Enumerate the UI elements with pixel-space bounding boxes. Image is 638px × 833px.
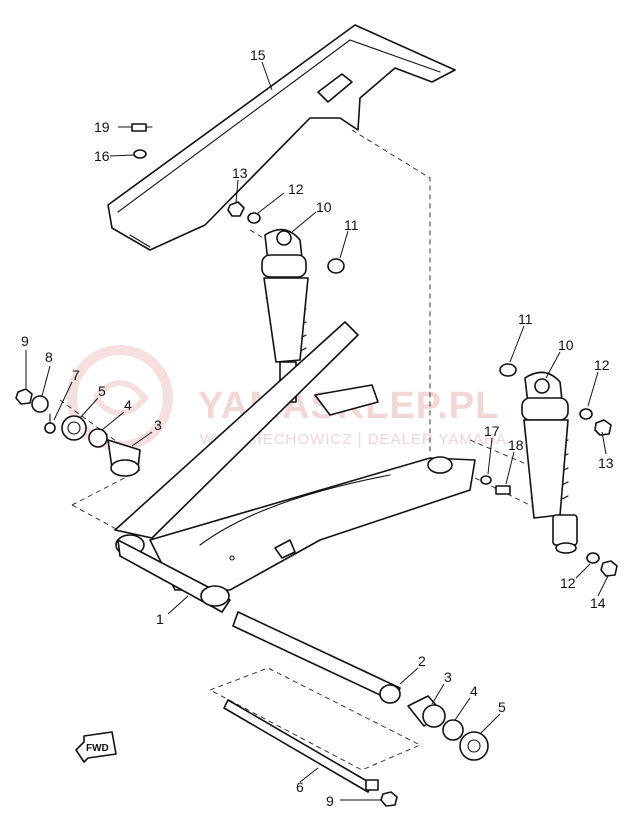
ring-4-right — [442, 719, 464, 741]
callout-9-left: 9 — [21, 333, 29, 349]
callout-6: 6 — [296, 779, 304, 795]
washer-12-upper — [247, 212, 261, 224]
watermark-subtitle: WOJ. SIECHOWICZ | DEALER YAMAHA — [200, 431, 507, 448]
callout-9-lower: 9 — [326, 793, 334, 809]
callout-13-upper: 13 — [232, 165, 248, 181]
callout-12-upper: 12 — [288, 181, 304, 197]
callout-16: 16 — [94, 148, 110, 164]
bolt-19 — [131, 123, 153, 132]
cap-11-upper — [327, 258, 345, 274]
cap-11-right — [499, 363, 517, 377]
callout-13-right: 13 — [598, 455, 614, 471]
nut-13-right — [594, 419, 612, 436]
swingarm — [114, 321, 476, 613]
nut-9-lower — [380, 791, 398, 807]
callout-18: 18 — [508, 437, 524, 453]
washer-8 — [31, 395, 49, 413]
callout-10-right: 10 — [558, 337, 574, 353]
callout-3-right: 3 — [444, 669, 452, 685]
nut-13-upper — [227, 201, 245, 217]
callout-19: 19 — [94, 119, 110, 135]
bushing-3-right — [407, 695, 446, 728]
shock-absorber-right — [521, 371, 578, 554]
callout-leaders — [25, 61, 609, 801]
callout-5-right: 5 — [498, 699, 506, 715]
fwd-label: FWD — [86, 743, 109, 754]
grease-fitting-7 — [44, 413, 56, 434]
callout-17: 17 — [484, 423, 500, 439]
seal-5-left — [61, 415, 87, 441]
ring-4-left — [88, 428, 108, 448]
callout-12-lower: 12 — [560, 575, 576, 591]
washer-16 — [133, 149, 147, 159]
seal-5-right — [459, 731, 489, 761]
nut-9-left — [15, 388, 33, 405]
washer-12-right — [579, 408, 593, 420]
nut-14 — [600, 560, 618, 577]
callout-3-left: 3 — [154, 417, 162, 433]
callout-8: 8 — [45, 349, 53, 365]
bushing-3-left — [107, 439, 141, 477]
fwd-marker: FWD — [75, 731, 117, 763]
washer-12-lower — [586, 552, 600, 564]
callout-4-left: 4 — [124, 397, 132, 413]
callout-15: 15 — [250, 47, 266, 63]
callout-11-right: 11 — [518, 311, 533, 327]
washer-17 — [480, 475, 492, 485]
chain-case — [107, 24, 456, 251]
callout-10-left: 10 — [316, 199, 332, 215]
shaft-6 — [223, 699, 379, 793]
callout-4-right: 4 — [470, 683, 478, 699]
callout-labels: 15 19 16 13 12 10 11 9 8 7 5 4 3 1 2 3 4… — [21, 47, 614, 809]
bolt-18 — [495, 485, 511, 495]
callout-2: 2 — [418, 653, 426, 669]
callout-1: 1 — [156, 611, 164, 627]
pivot-shaft-2 — [232, 611, 401, 704]
callout-12-right: 12 — [594, 357, 610, 373]
callout-11-upper: 11 — [344, 217, 359, 233]
callout-5-left: 5 — [98, 383, 106, 399]
callout-7: 7 — [72, 367, 80, 383]
callout-14: 14 — [590, 595, 606, 611]
